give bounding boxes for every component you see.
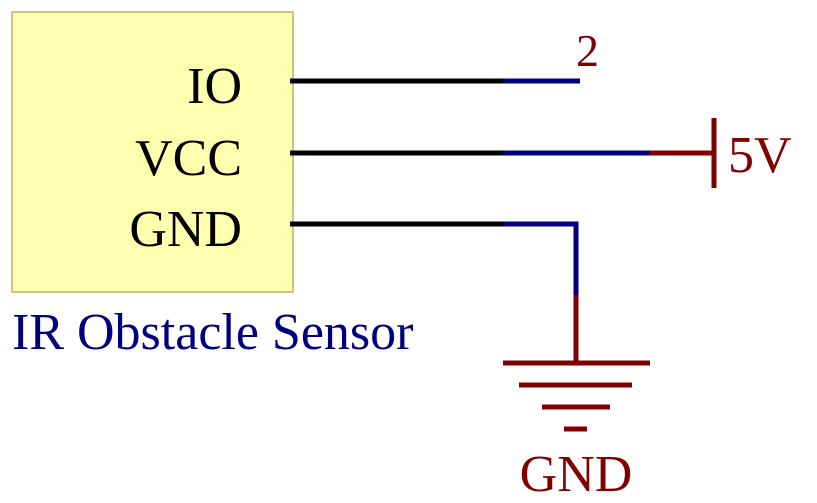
net-label-io: 2	[576, 25, 599, 76]
pin-label-io: IO	[187, 58, 242, 115]
sensor-component-body	[11, 11, 294, 293]
ground-label: GND	[520, 446, 633, 503]
pin-label-vcc: VCC	[135, 130, 242, 187]
power-label: 5V	[728, 127, 792, 184]
pin-label-gnd: GND	[129, 201, 242, 258]
component-name: IR Obstacle Sensor	[12, 304, 413, 361]
net-wire-gnd	[503, 221, 579, 297]
